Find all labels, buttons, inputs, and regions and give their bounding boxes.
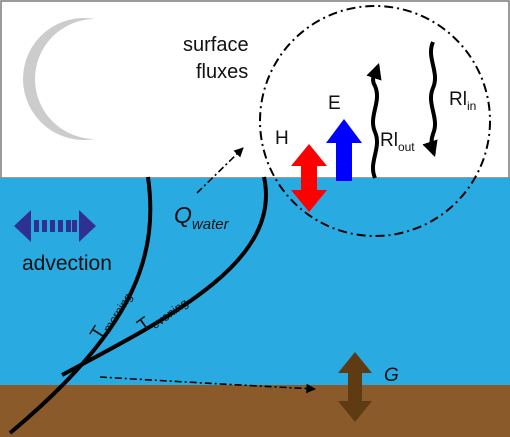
up-arrow-icon (326, 119, 362, 181)
t-evening-curve (61, 176, 268, 377)
q-sub: water (192, 216, 230, 233)
surface-fluxes-label-line2: fluxes (196, 61, 248, 83)
surface-fluxes-label-line1: surface (183, 34, 249, 56)
t-morning-curve (8, 176, 153, 435)
q-main: Q (174, 202, 192, 228)
water-layer (0, 178, 510, 385)
advection-label: advection (22, 252, 112, 275)
q-water-label: Qwater (174, 202, 230, 233)
rl-out-main: Rl (380, 130, 398, 151)
g-label: G (384, 365, 399, 386)
rl-out-label: Rlout (380, 130, 415, 154)
rl-in-sub: in (467, 99, 476, 113)
e-label: E (328, 93, 341, 114)
h-label: H (275, 128, 289, 149)
double-headed-arrow-icon (291, 144, 327, 212)
double-headed-arrow-icon (338, 352, 372, 422)
rl-in-main: Rl (449, 89, 467, 110)
wavy-down-arrow-icon (422, 41, 438, 158)
surface-fluxes-circle (259, 5, 491, 237)
ground-layer (0, 385, 510, 437)
double-headed-dashed-arrow-icon (14, 210, 96, 242)
rl-out-sub: out (398, 140, 415, 154)
wavy-up-arrow-icon (366, 62, 382, 179)
pointer-arrow-to-circle (196, 147, 244, 194)
crescent-moon-icon (22, 17, 96, 141)
rl-in-label: Rlin (449, 89, 476, 113)
